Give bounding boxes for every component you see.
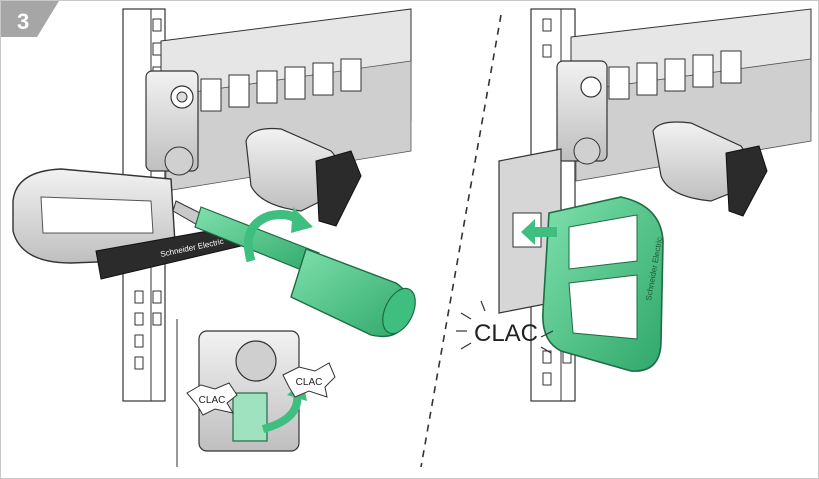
inset-detail: CLAC CLAC [176,319,336,467]
step-badge: 3 [1,1,59,37]
step-number: 3 [17,9,29,34]
clac-label-inset-left: CLAC [199,395,226,406]
clac-callout: CLAC [456,300,554,354]
grey-handle-tool: Schneider Electric [12,168,242,280]
screwdriver [172,200,416,338]
right-panel: Schneider Electric CLAC [456,8,812,402]
clac-label-large: CLAC [474,320,538,347]
rotate-arrow-icon [243,207,313,263]
mounting-bracket-right [556,60,608,165]
spare-handle [245,127,362,227]
push-arrow-icon [521,219,557,245]
mounting-bracket [145,70,199,176]
green-handle: Schneider Electric [542,196,664,372]
left-panel: Schneider Electric CLAC CLAC [12,8,416,467]
clac-label-inset-right: CLAC [296,377,323,388]
spare-handle-right [652,121,768,217]
panel-divider [420,14,502,468]
